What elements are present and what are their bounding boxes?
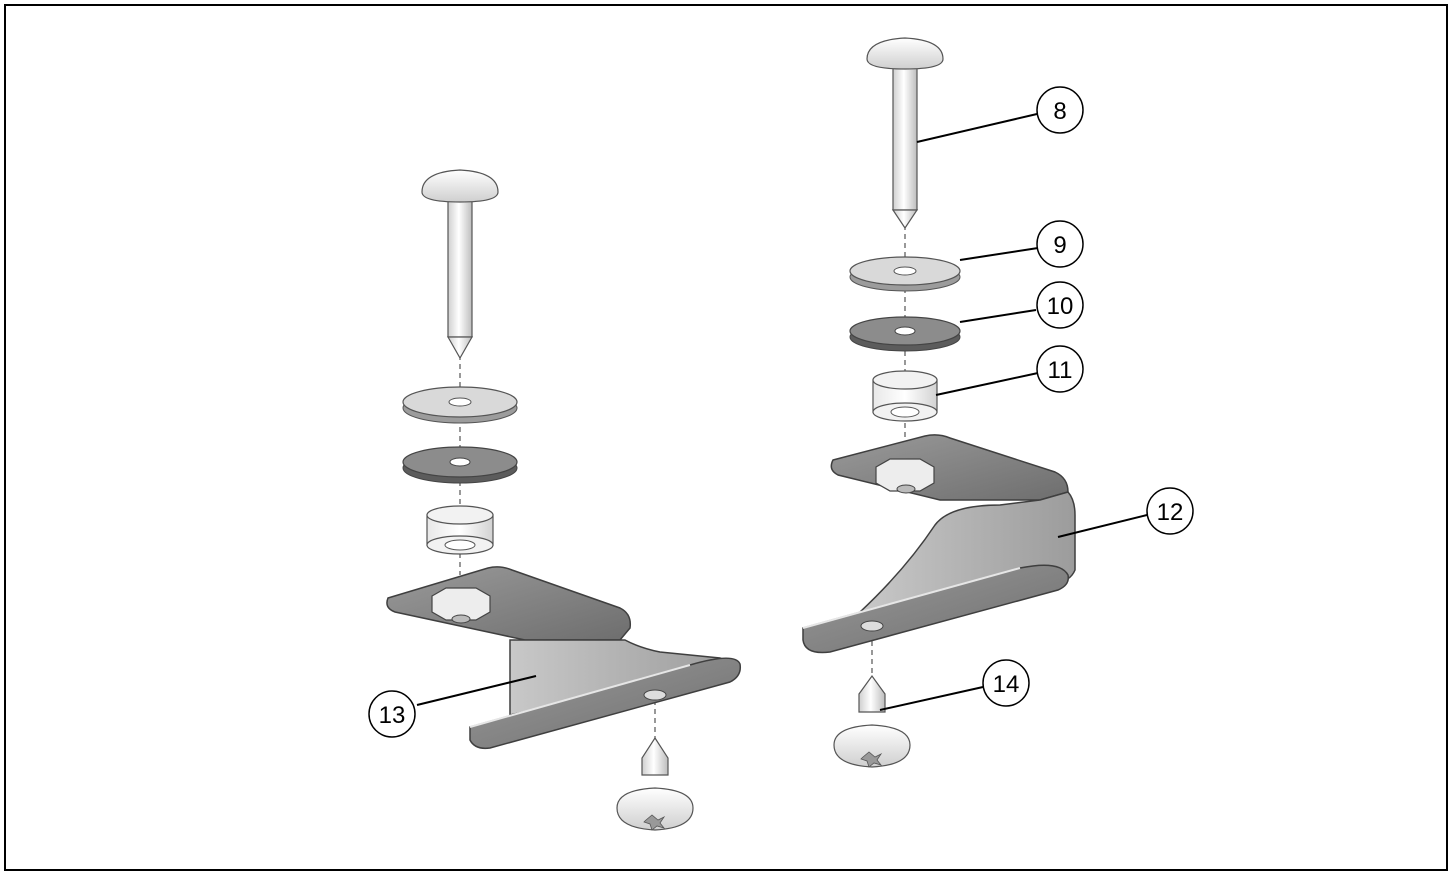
leader-lines bbox=[416, 113, 1148, 711]
right-assembly bbox=[802, 37, 1076, 768]
left-washer-light bbox=[402, 386, 518, 424]
left-spacer bbox=[426, 505, 494, 555]
callout-9: 9 bbox=[1036, 220, 1084, 268]
right-bracket bbox=[802, 434, 1076, 654]
callout-13: 13 bbox=[368, 690, 416, 738]
callout-11-label: 11 bbox=[1048, 357, 1073, 384]
callout-12-label: 12 bbox=[1157, 499, 1184, 526]
callout-11: 11 bbox=[1036, 345, 1084, 393]
leader-12 bbox=[1057, 514, 1148, 538]
right-washer-dark bbox=[849, 316, 961, 352]
callout-14: 14 bbox=[982, 659, 1030, 707]
callout-10-label: 10 bbox=[1047, 293, 1074, 320]
right-spacer bbox=[872, 370, 938, 422]
leader-14 bbox=[879, 686, 984, 711]
left-pin bbox=[421, 169, 499, 360]
callout-14-label: 14 bbox=[993, 671, 1020, 698]
leader-9 bbox=[959, 247, 1039, 261]
leader-10 bbox=[959, 309, 1037, 323]
callout-10: 10 bbox=[1036, 281, 1084, 329]
leader-8 bbox=[916, 113, 1038, 143]
callout-9-label: 9 bbox=[1053, 232, 1066, 259]
right-pin bbox=[866, 37, 944, 230]
diagram-frame bbox=[4, 4, 1448, 871]
left-bracket bbox=[386, 566, 742, 750]
callout-13-label: 13 bbox=[379, 702, 406, 729]
right-washer-light bbox=[849, 256, 961, 292]
callout-8-label: 8 bbox=[1053, 98, 1066, 125]
callout-8: 8 bbox=[1036, 86, 1084, 134]
leader-11 bbox=[935, 372, 1039, 396]
leader-13 bbox=[416, 675, 537, 706]
right-screw bbox=[833, 674, 911, 768]
callout-12: 12 bbox=[1146, 487, 1194, 535]
left-assembly bbox=[386, 169, 742, 831]
left-screw bbox=[616, 736, 694, 831]
left-washer-dark bbox=[402, 446, 518, 484]
